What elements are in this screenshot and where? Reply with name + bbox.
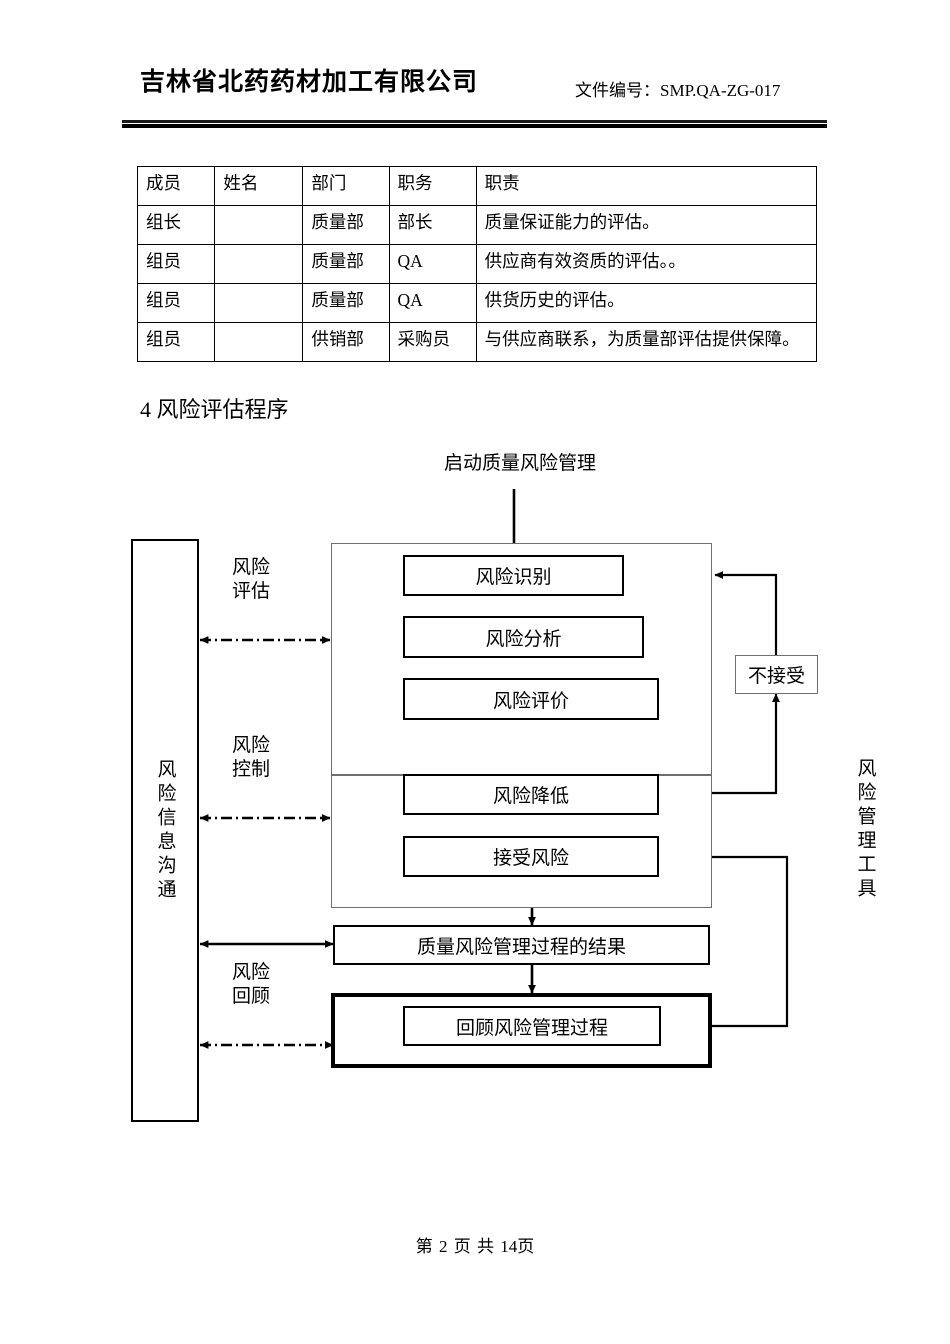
cell-member: 组长 [136, 205, 216, 245]
header-divider-rule [122, 120, 827, 129]
cell-dept: 质量部 [302, 205, 390, 245]
header-rule-gap [122, 123, 827, 124]
box-risk-acceptance: 接受风险 [403, 836, 659, 877]
table-row: 组员 供销部 采购员 与供应商联系，为质量部评估提供保障。 [136, 322, 818, 362]
box-review-process: 回顾风险管理过程 [403, 1006, 661, 1046]
box-risk-evaluation: 风险评价 [403, 678, 659, 720]
box-risk-analysis: 风险分析 [403, 616, 644, 658]
risk-management-tools-label: 风险管理工具 [848, 745, 882, 915]
cell-duty: 与供应商联系，为质量部评估提供保障。 [475, 322, 818, 362]
stage-label-assessment-line1: 风险 [232, 557, 271, 578]
box-process-result: 质量风险管理过程的结果 [333, 925, 710, 965]
stage-label-control: 风险 控制 [232, 734, 270, 782]
section-heading: 4 风险评估程序 [140, 397, 289, 422]
th-member: 成员 [136, 166, 216, 206]
box-process-result-label: 质量风险管理过程的结果 [416, 936, 626, 958]
cell-post: 采购员 [388, 322, 477, 362]
footer-page-unit: 页 [453, 1237, 471, 1256]
box-risk-evaluation-label: 风险评价 [492, 690, 569, 712]
header-rule-top-line [122, 120, 827, 123]
box-unacceptable-label: 不接受 [747, 666, 805, 687]
footer-prefix: 第 [415, 1237, 433, 1256]
company-name: 吉林省北药药材加工有限公司 [140, 67, 479, 96]
cell-dept: 质量部 [302, 283, 390, 323]
box-risk-reduction: 风险降低 [403, 774, 659, 815]
box-review-process-label: 回顾风险管理过程 [455, 1017, 608, 1039]
footer-of: 共 [477, 1237, 494, 1256]
footer-page-number: 2 [439, 1237, 448, 1256]
cell-post: QA [388, 283, 477, 323]
footer-total-pages: 14页 [500, 1237, 535, 1256]
risk-communication-panel-label: 风险信息沟通 [154, 758, 176, 903]
stage-label-control-line2: 控制 [232, 758, 271, 780]
box-risk-reduction-label: 风险降低 [492, 786, 569, 807]
table-row: 组员 质量部 QA 供应商有效资质的评估。。 [136, 244, 818, 284]
risk-communication-panel: 风险信息沟通 [131, 539, 199, 1122]
risk-management-tools-text: 风险管理工具 [854, 758, 876, 902]
document-number-label: 文件编号： [575, 81, 660, 100]
cell-name [214, 322, 304, 362]
stage-label-assessment: 风险 评估 [232, 556, 270, 604]
team-members-table: 成员 姓名 部门 职务 职责 组长 质量部 部长 质量保证能力的评估。 组员 质… [136, 166, 818, 362]
header-rule-bottom-line [122, 124, 827, 128]
box-unacceptable: 不接受 [735, 655, 818, 694]
cell-name [214, 205, 304, 245]
page-footer: 第 2 页 共 14页 [0, 1232, 950, 1257]
table-header-row: 成员 姓名 部门 职务 职责 [136, 166, 818, 206]
document-number-value: SMP.QA-ZG-017 [660, 81, 781, 100]
cell-dept: 供销部 [302, 322, 390, 362]
stage-label-review: 风险 回顾 [232, 961, 270, 1009]
box-risk-identification-label: 风险识别 [475, 567, 552, 588]
cell-post: 部长 [388, 205, 477, 245]
cell-member: 组员 [136, 322, 216, 362]
box-risk-identification: 风险识别 [403, 555, 624, 596]
stage-label-review-line1: 风险 [232, 962, 271, 983]
box-risk-acceptance-label: 接受风险 [492, 848, 569, 869]
stage-label-review-line2: 回顾 [232, 985, 271, 1007]
stage-label-assessment-line2: 评估 [232, 580, 271, 602]
box-risk-analysis-label: 风险分析 [485, 628, 562, 650]
document-number: 文件编号：SMP.QA-ZG-017 [575, 76, 780, 101]
cell-member: 组员 [136, 244, 216, 284]
stage-label-control-line1: 风险 [232, 735, 271, 756]
flow-start-label: 启动质量风险管理 [444, 453, 597, 474]
table-row: 组长 质量部 部长 质量保证能力的评估。 [136, 205, 818, 245]
